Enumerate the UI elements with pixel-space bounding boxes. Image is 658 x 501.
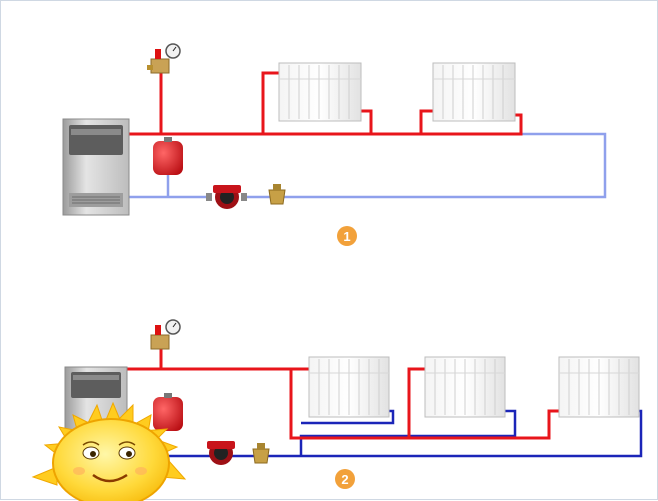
scheme-2-expansion-tank — [153, 393, 183, 431]
scheme-2-radiator-1 — [308, 356, 390, 418]
scheme-2-supply-pipe — [125, 345, 561, 440]
scheme-1-safety-group — [147, 43, 181, 74]
scheme-1-boiler — [62, 118, 130, 216]
scheme-1-expansion-tank — [153, 137, 183, 175]
scheme-2-safety-group — [150, 319, 181, 350]
sun-mascot-icon — [31, 401, 187, 501]
scheme-2-radiator-2 — [424, 356, 506, 418]
scheme-2-filter — [252, 443, 270, 464]
scheme-2-return-pipe — [127, 409, 643, 458]
scheme-1-number-badge: 1 — [337, 226, 357, 246]
scheme-1: 1 — [62, 43, 607, 246]
scheme-2-number-badge: 2 — [335, 469, 355, 489]
scheme-1-supply-pipe — [129, 71, 523, 136]
scheme-1-radiator-1 — [278, 62, 362, 122]
scheme-2-radiator-3 — [558, 356, 640, 418]
scheme-1-radiator-2 — [432, 62, 516, 122]
scheme-2-number-label: 2 — [341, 472, 348, 487]
scheme-1-pump — [206, 185, 247, 209]
scheme-1-filter — [268, 184, 286, 205]
scheme-2-pump — [207, 441, 235, 465]
scheme-1-return-pipe — [129, 132, 607, 199]
scheme-1-number-label: 1 — [343, 229, 350, 244]
